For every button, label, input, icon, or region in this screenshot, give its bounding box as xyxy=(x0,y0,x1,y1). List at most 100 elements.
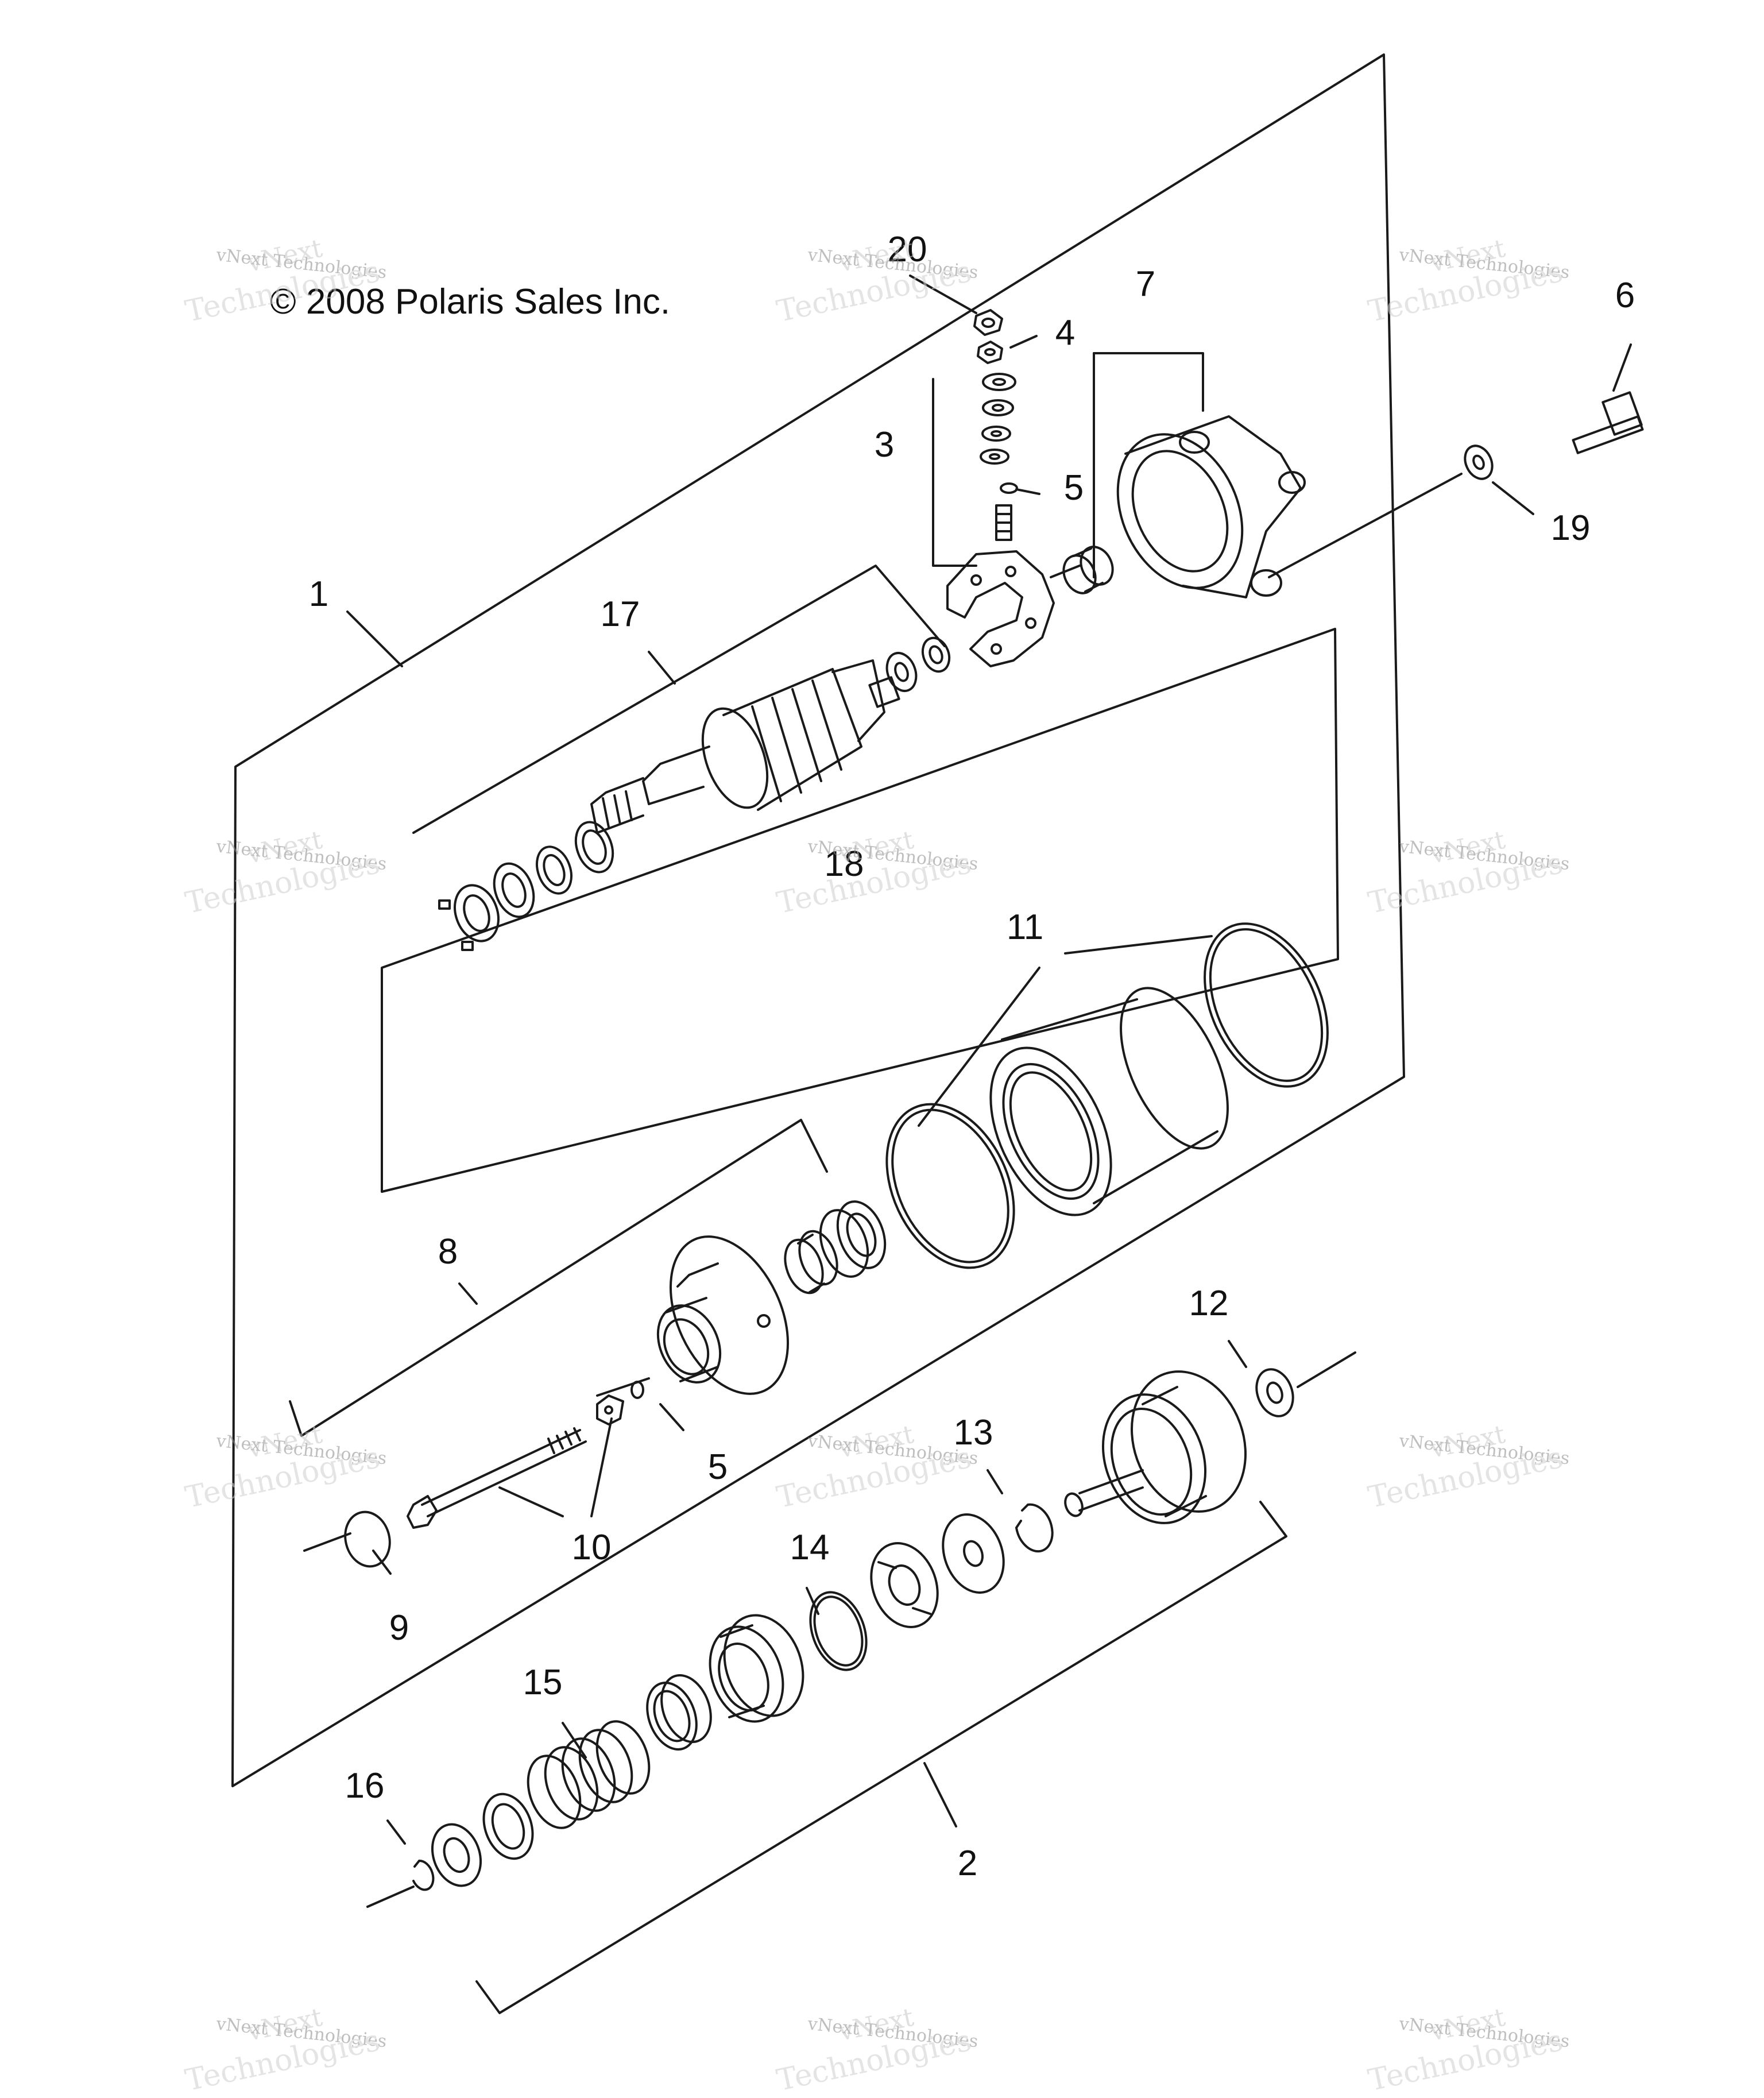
axis-bolt xyxy=(596,1377,650,1397)
assembly-outline-1 xyxy=(231,53,1405,1787)
leader-2 xyxy=(923,1762,957,1827)
callout-5-lower: 5 xyxy=(707,1447,728,1487)
drive-pinion xyxy=(709,1614,804,1723)
end-cap-9 xyxy=(344,1510,391,1568)
callout-16: 16 xyxy=(345,1766,385,1806)
callout-5-upper: 5 xyxy=(1063,468,1084,508)
axis-lower xyxy=(1297,1351,1356,1388)
callout-19: 19 xyxy=(1550,508,1591,548)
collar xyxy=(482,1792,534,1860)
callout-17: 17 xyxy=(600,594,640,634)
stop-washer xyxy=(431,1823,482,1887)
callout-8: 8 xyxy=(438,1232,458,1272)
callout-13: 13 xyxy=(953,1413,993,1452)
callout-18: 18 xyxy=(824,844,864,884)
spring-15 xyxy=(527,1720,651,1829)
leader-10b xyxy=(590,1417,613,1517)
leader-8 xyxy=(458,1282,478,1305)
callout-1: 1 xyxy=(308,574,329,614)
yoke-housing xyxy=(989,987,1229,1216)
bearing xyxy=(819,1200,887,1278)
nut-plate-10 xyxy=(596,1394,624,1425)
end-housing-7 xyxy=(1116,415,1306,598)
bracket-3 xyxy=(932,378,977,567)
callout-12: 12 xyxy=(1189,1284,1229,1323)
front-housing-8 xyxy=(656,1235,790,1395)
leader-5a xyxy=(1015,488,1040,495)
callout-3: 3 xyxy=(874,425,895,465)
callout-6: 6 xyxy=(1615,276,1635,315)
shim-washer-d xyxy=(536,845,572,895)
needle-bearing xyxy=(784,1230,838,1295)
leader-1 xyxy=(346,611,403,667)
leader-16 xyxy=(386,1819,406,1845)
callout-4: 4 xyxy=(1055,313,1076,353)
bushing xyxy=(1062,546,1114,594)
shim-washer-c xyxy=(574,821,614,874)
leader-5b xyxy=(659,1403,684,1431)
o-ring-11-upper xyxy=(1204,922,1329,1088)
axis-upper xyxy=(1268,473,1463,578)
nut-4 xyxy=(977,341,1003,364)
axis-mid xyxy=(1050,565,1081,578)
callout-2: 2 xyxy=(957,1844,978,1883)
callout-20: 20 xyxy=(887,230,927,269)
callout-14: 14 xyxy=(790,1528,830,1567)
shim-washer-b xyxy=(885,652,918,692)
o-ring-5a xyxy=(1000,482,1018,494)
brush-holder-plate xyxy=(946,550,1055,667)
leader-4 xyxy=(1009,335,1038,349)
leader-6 xyxy=(1612,343,1632,392)
leader-11b xyxy=(918,967,1040,1127)
leader-19 xyxy=(1492,481,1534,515)
bracket-7-top xyxy=(1093,352,1204,412)
lock-washer xyxy=(438,884,500,951)
leader-13 xyxy=(987,1469,1003,1494)
copyright-text: © 2008 Polaris Sales Inc. xyxy=(270,282,671,322)
axis-9 xyxy=(303,1532,351,1552)
leader-10a xyxy=(498,1486,564,1517)
nut-20 xyxy=(973,309,1003,336)
gear-carrier xyxy=(1064,1370,1247,1524)
shim-washer-a xyxy=(921,636,951,673)
washer-19 xyxy=(1464,445,1494,480)
leader-11a xyxy=(1064,935,1213,955)
washers-3 xyxy=(980,373,1016,465)
thrust-washer xyxy=(942,1513,1005,1594)
callout-10: 10 xyxy=(571,1528,612,1567)
o-ring-11-lower xyxy=(885,1103,1015,1269)
through-bolt-10 xyxy=(407,1427,587,1529)
callout-15: 15 xyxy=(523,1663,563,1702)
leader-17 xyxy=(648,651,676,685)
leader-12 xyxy=(1228,1340,1247,1368)
armature-18 xyxy=(590,659,900,834)
shim-washer-e xyxy=(493,862,535,918)
clutch-cam xyxy=(870,1542,939,1628)
bracket-outline-18 xyxy=(381,628,1339,1193)
leader-20 xyxy=(909,275,977,314)
snap-ring-13 xyxy=(1015,1503,1054,1553)
axis-16 xyxy=(366,1886,415,1908)
o-ring-5b xyxy=(630,1381,644,1399)
bracket-17 xyxy=(412,565,946,834)
terminal-bolt xyxy=(995,504,1012,541)
callout-7: 7 xyxy=(1135,264,1156,304)
retaining-clip-16 xyxy=(412,1859,435,1891)
callout-9: 9 xyxy=(389,1608,409,1648)
callout-11: 11 xyxy=(1006,907,1044,947)
spring-clip-14 xyxy=(809,1591,868,1671)
bolt-6 xyxy=(1572,391,1644,454)
